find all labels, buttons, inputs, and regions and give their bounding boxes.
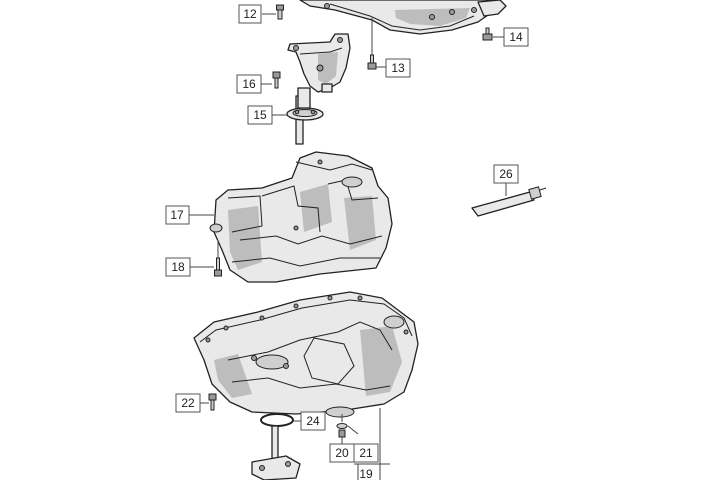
callout-14: 14 [503, 27, 529, 47]
svg-text:21: 21 [359, 446, 373, 460]
svg-text:16: 16 [242, 77, 256, 91]
svg-text:19: 19 [359, 467, 373, 480]
svg-text:24: 24 [306, 414, 320, 428]
svg-text:15: 15 [253, 108, 267, 122]
svg-text:14: 14 [509, 30, 523, 44]
bolt-18 [214, 257, 222, 277]
callout-15: 15 [247, 105, 273, 125]
oil-pan-baffle [209, 151, 393, 283]
callout-20: 20 [329, 443, 355, 463]
bolt-16 [272, 71, 281, 89]
o-ring-24 [260, 413, 294, 427]
oil-pan [193, 291, 419, 418]
callout-13: 13 [385, 58, 411, 78]
drain-washer-21 [336, 423, 348, 429]
callout-21: 21 [353, 443, 379, 463]
sealant-tube [471, 186, 547, 217]
bolt-13 [367, 54, 377, 70]
callout-17: 17 [165, 205, 190, 225]
svg-text:17: 17 [170, 208, 184, 222]
oil-pump-bracket [287, 33, 351, 93]
svg-text:12: 12 [243, 7, 257, 21]
callout-19: 19 [359, 467, 373, 480]
bolt-12 [276, 4, 284, 20]
callout-12: 12 [238, 4, 262, 24]
callout-22: 22 [175, 393, 201, 413]
svg-text:13: 13 [391, 61, 405, 75]
callout-18: 18 [165, 257, 191, 277]
oil-level-sensor [251, 425, 301, 480]
svg-text:22: 22 [181, 396, 195, 410]
callout-16: 16 [236, 74, 262, 94]
drain-plug-20 [338, 429, 346, 438]
upper-housing [299, 0, 507, 35]
svg-text:20: 20 [335, 446, 349, 460]
callout-26: 26 [493, 164, 519, 184]
svg-text:18: 18 [171, 260, 185, 274]
bolt-14 [482, 27, 493, 41]
oil-pickup-pipe [286, 87, 324, 145]
bolt-22 [208, 393, 217, 411]
callout-24: 24 [300, 411, 326, 431]
svg-text:26: 26 [499, 167, 513, 181]
